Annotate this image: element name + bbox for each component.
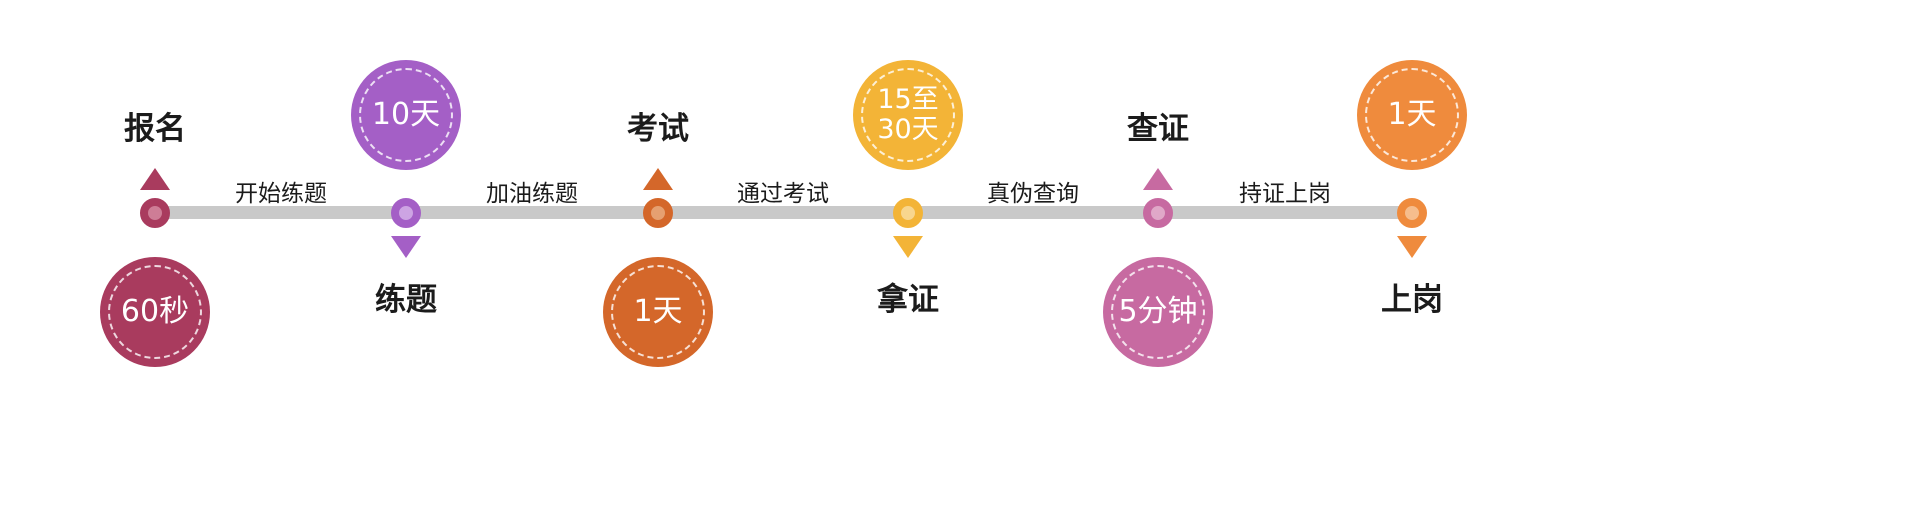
connector-label: 持证上岗 <box>1239 181 1331 207</box>
node-label: 练题 <box>375 282 437 318</box>
node-label: 报名 <box>124 111 186 147</box>
timeline-dot <box>140 198 170 228</box>
node-label: 查证 <box>1127 111 1189 147</box>
arrow-down-icon <box>391 236 421 258</box>
duration-text: 60秒 <box>120 294 190 330</box>
clock-badge: 5分钟 <box>1103 257 1213 367</box>
connector-label: 通过考试 <box>737 181 829 207</box>
node-label: 上岗 <box>1381 282 1443 318</box>
connector-label: 开始练题 <box>235 181 327 207</box>
arrow-up-icon <box>140 168 170 190</box>
duration-text: 1天 <box>1387 97 1437 133</box>
duration-text: 5分钟 <box>1118 294 1198 330</box>
timeline-bar <box>148 206 1420 219</box>
duration-text: 10天 <box>371 97 441 133</box>
timeline-dot <box>1397 198 1427 228</box>
clock-badge: 1天 <box>603 257 713 367</box>
duration-text: 30天 <box>877 114 939 145</box>
timeline-dot <box>643 198 673 228</box>
node-label: 考试 <box>627 111 689 147</box>
clock-badge: 60秒 <box>100 257 210 367</box>
clock-badge: 10天 <box>351 60 461 170</box>
clock-badge: 1天 <box>1357 60 1467 170</box>
connector-label: 加油练题 <box>486 181 578 207</box>
timeline-dot <box>893 198 923 228</box>
arrow-up-icon <box>643 168 673 190</box>
timeline-dot <box>391 198 421 228</box>
timeline-dot <box>1143 198 1173 228</box>
arrow-down-icon <box>893 236 923 258</box>
arrow-down-icon <box>1397 236 1427 258</box>
node-label: 拿证 <box>877 282 939 318</box>
duration-text: 15至 <box>877 83 939 115</box>
duration-text: 1天 <box>633 294 683 330</box>
connector-label: 真伪查询 <box>987 181 1079 207</box>
arrow-up-icon <box>1143 168 1173 190</box>
clock-badge: 15至 30天 <box>853 60 963 170</box>
